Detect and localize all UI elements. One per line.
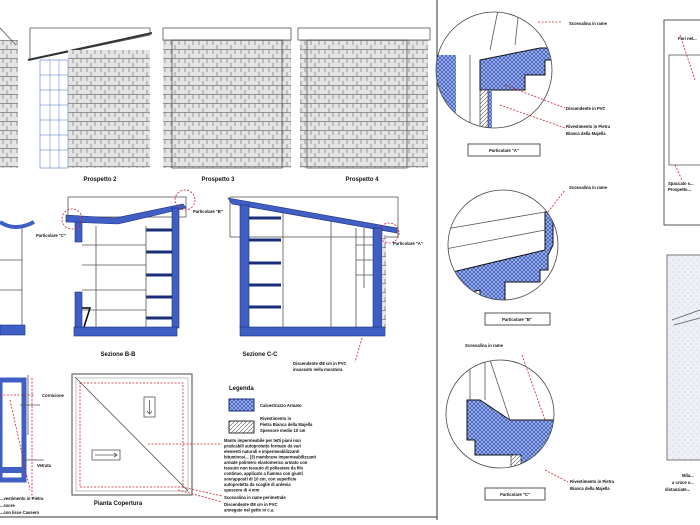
note-line: tessuto non tessuto di poliestere da fil… (224, 466, 304, 471)
sezione-a-partial (0, 220, 35, 336)
plan-note-2: ...ssore (0, 503, 15, 508)
downpipe-note-2: incassato nella muratura (293, 367, 343, 372)
side-stone-1: Mila... (682, 473, 694, 478)
detail-a-cladding-2: Bianca della Majella (566, 131, 606, 136)
side-stone-3: distanziate... (665, 487, 690, 492)
prospetto-2 (27, 27, 153, 169)
note-line: sovrapposti di 10 cm, con superficie (224, 477, 297, 482)
prospetto-4-label: Prospetto 4 (345, 177, 379, 183)
detail-c-title: Particolare "C" (500, 492, 530, 497)
detail-a-flashing: Scossalina in rame (569, 21, 608, 26)
detail-a-pipe: Discendente in PVC (566, 106, 606, 111)
plan-note-1: ...vestimento in Pietra (0, 496, 44, 501)
prospetto-4 (297, 27, 431, 169)
detail-c-title-box (484, 487, 546, 501)
detail-a: Particolare "A" Scossalina in rame Disce… (435, 11, 611, 157)
pianta-copertura (71, 373, 193, 496)
side-stone-panel: Mila... a croce o... distanziate... (665, 254, 700, 492)
legend-swatch-concrete (228, 398, 255, 412)
side-stone-2: a croce o... (672, 480, 694, 485)
vetrata-label: Vetrata (37, 463, 52, 468)
downpipe-note: annegato nel getto in c.a. (224, 508, 274, 513)
note-line: Manto impermeabile per tetti piani non (224, 438, 301, 443)
note-line: praticabili autoprotetto formato da vari (224, 444, 301, 449)
side-top-label: Fori nel... (678, 36, 697, 41)
note-line: spessore di 4 mm (224, 488, 260, 493)
detail-b-title-box (484, 312, 551, 326)
sezione-b-b-label: Sezione B-B (100, 352, 136, 358)
detail-c: Scossalina in rame Rivestimento in Pietr… (445, 343, 615, 501)
detail-b-flashing: Scossalina in rame (569, 185, 608, 190)
legend-label-stone-1: Rivestimento in (260, 416, 292, 421)
slope-arrow-down-icon (146, 400, 153, 415)
prospetto-2-label: Prospetto 2 (83, 177, 117, 183)
side-detail-panel: Fori nel... Spaccato s... Prospetto... (663, 19, 700, 226)
slope-arrow-right-icon (95, 452, 118, 458)
prospetto-3-label: Prospetto 3 (201, 177, 235, 183)
detail-c-flashing: Scossalina in rame (465, 343, 504, 348)
particolare-a-callout: Particolare "A" (393, 241, 423, 246)
prospetto-1-partial (0, 27, 18, 168)
detail-a-title-box (467, 143, 541, 157)
plan-note-3: ...con lisce Cassero (0, 510, 40, 515)
detail-a-title: Particolare "A" (489, 148, 519, 153)
legend-label-stone-3: Spessore medio 10 cm (260, 428, 306, 433)
note-line: armate polimero elastomerico armato con (224, 460, 308, 465)
legend: Legenda Calcestruzzo Armato Rivestimento… (228, 386, 313, 434)
particolare-c-callout: Particolare "C" (36, 233, 66, 238)
downpipe-note-1: Discendente Ø8 cm in PVC (293, 361, 347, 366)
detail-b-title: Particolare "B" (502, 317, 532, 322)
note-line: autoprotetta da scaglie di ardesia (224, 482, 291, 487)
sezione-b-b: Particolare "C" Particolare "B" (36, 189, 223, 337)
flashing-note: Scossalina in rame perimetrale (224, 495, 286, 500)
note-line: bituminosi... (3) membrane impermeabiliz… (224, 455, 316, 460)
detail-c-cladding-2: Bianca della Majella (570, 486, 610, 491)
sezione-c-c-label: Sezione C-C (242, 352, 278, 358)
note-line: elementi naturali e impermeabilizzanti (224, 449, 299, 454)
legend-title: Legenda (229, 386, 254, 392)
detail-a-cladding-1: Rivestimento in Pietra (566, 124, 611, 129)
downpipe-note: Discendente Ø8 cm in PVC (224, 502, 278, 507)
particolare-b-callout: Particolare "B" (193, 209, 223, 214)
sezione-c-c: Particolare "A" (227, 196, 423, 337)
side-bottom-label-2: Prospetto... (668, 187, 691, 192)
waterproofing-notes: Manto impermeabile per tetti piani non p… (224, 438, 316, 513)
prospetto-3 (162, 27, 292, 169)
legend-label-stone-2: Pietra Bianca della Majella (260, 422, 313, 427)
detail-b: Scossalina in rame Particolare "B" (447, 185, 608, 326)
cornicione-label: Cornicione (42, 393, 65, 398)
detail-c-cladding-1: Rivestimento in Pietra (570, 479, 615, 484)
plan-partial: Cornicione Vetrata ...vestimento in Piet… (0, 375, 65, 515)
pianta-copertura-label: Pianta Copertura (94, 501, 143, 507)
legend-label-concrete: Calcestruzzo Armato (260, 403, 302, 408)
legend-swatch-stone (228, 420, 255, 434)
side-bottom-label-1: Spaccato s... (668, 181, 694, 186)
note-line: continuo, applicato a fiamma con giunti (224, 471, 303, 476)
